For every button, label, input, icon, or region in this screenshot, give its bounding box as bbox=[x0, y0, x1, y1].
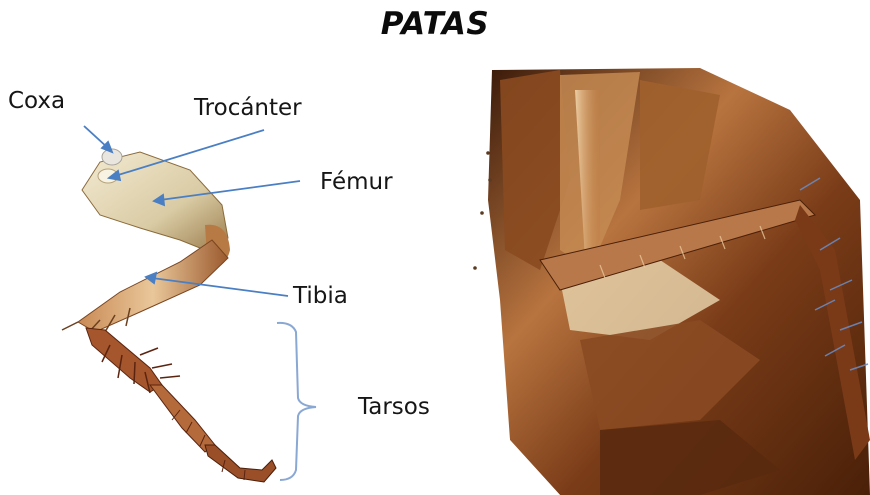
cockroach-leg-photo bbox=[473, 68, 870, 495]
label-trocanter: Trocánter bbox=[194, 95, 302, 121]
tarsos-bracket bbox=[277, 323, 316, 480]
tibia-segment bbox=[78, 240, 228, 332]
tarsus-segment-2 bbox=[150, 385, 215, 452]
tarsus-segment-3 bbox=[205, 445, 276, 482]
label-coxa: Coxa bbox=[8, 88, 65, 114]
label-tarsos: Tarsos bbox=[358, 394, 430, 420]
tarsus-segment-1 bbox=[86, 328, 162, 392]
label-tibia: Tibia bbox=[293, 283, 348, 309]
label-femur: Fémur bbox=[320, 169, 393, 195]
